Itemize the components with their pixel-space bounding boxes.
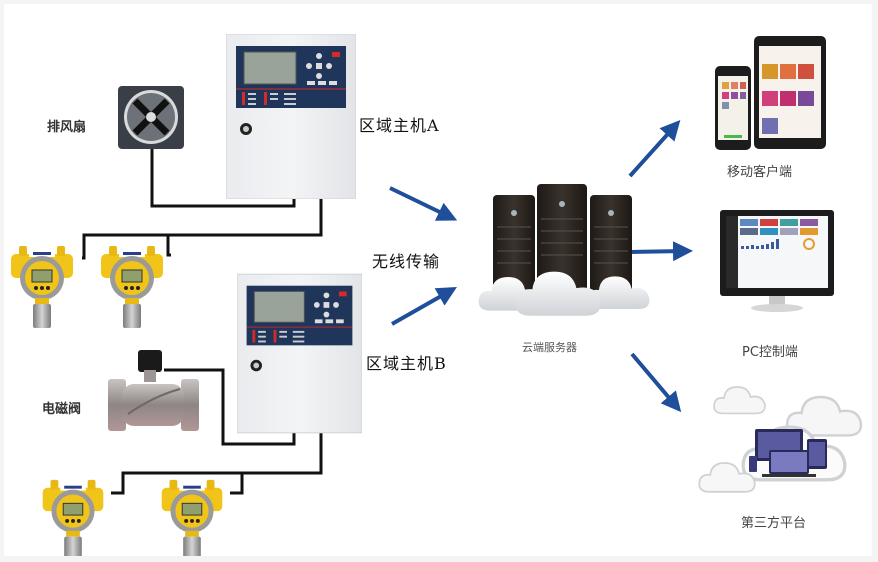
- host-b-controller-icon: [237, 273, 362, 434]
- mobile-client-label: 移动客户端: [727, 165, 793, 180]
- arrow-cloud-to-third-party-icon: [630, 352, 682, 413]
- gas-sensor-icon: [10, 245, 74, 329]
- devices-icon: [749, 429, 827, 477]
- wiring: [82, 149, 323, 495]
- host-b-label: 区域主机B: [366, 354, 447, 373]
- third-party-platform-label: 第三方平台: [741, 516, 807, 531]
- host-a-label: 区域主机A: [359, 116, 440, 135]
- fan-label: 排风扇: [47, 120, 87, 135]
- gas-sensor-icon: [100, 245, 164, 329]
- pc-client-label: PC控制端: [742, 345, 798, 360]
- wire-host-a-sensor-2: [166, 235, 171, 257]
- wire-host-a-sensors: [82, 197, 323, 260]
- solenoid-valve-icon: [108, 350, 199, 431]
- mobile-client-icon: [715, 36, 826, 150]
- transmission-label: 无线传输: [372, 252, 441, 271]
- arrows: [389, 120, 693, 413]
- gas-sensor-icon: [161, 479, 223, 556]
- arrow-cloud-to-pc-icon: [630, 241, 693, 262]
- wire-valve-host-b: [164, 368, 296, 446]
- diagram-graphics: [10, 34, 863, 556]
- wire-host-b-sensor-2: [230, 473, 244, 495]
- pc-client-icon: [720, 210, 834, 312]
- gas-sensor-icon: [42, 479, 104, 556]
- valve-label: 电磁阀: [42, 402, 82, 417]
- wire-host-b-sensors: [111, 432, 323, 495]
- wire-fan-host-a: [150, 149, 296, 208]
- system-diagram: 排风扇 区域主机A 无线传输 区域主机B 电磁阀 云端服务器 移动客户端 PC控…: [4, 4, 872, 556]
- host-a-controller-icon: [226, 34, 356, 199]
- exhaust-fan-icon: [118, 86, 184, 149]
- arrow-host-b-to-cloud-icon: [391, 287, 457, 326]
- cloud-server-icon: [478, 184, 650, 316]
- arrow-cloud-to-mobile-icon: [628, 120, 681, 178]
- arrow-host-a-to-cloud-icon: [389, 186, 458, 221]
- cloud-server-label: 云端服务器: [522, 341, 577, 354]
